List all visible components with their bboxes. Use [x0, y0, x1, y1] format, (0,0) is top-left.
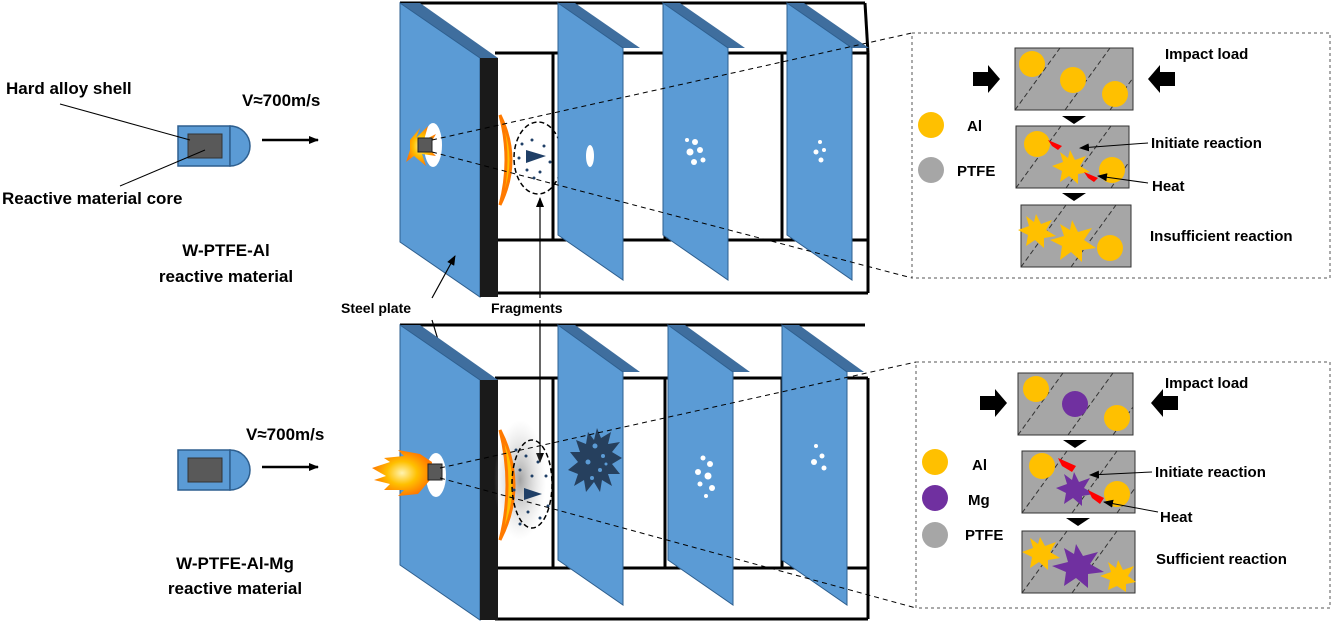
top-projectile	[177, 125, 251, 167]
bottom-panel-initiate	[1021, 450, 1136, 514]
top-heat-label: Heat	[1152, 178, 1185, 195]
bottom-material-line2: reactive material	[168, 579, 302, 598]
bottom-legend-ptfe-swatch	[922, 522, 948, 548]
bottom-projection-line-1	[439, 361, 917, 469]
top-legend-al-label: Al	[967, 118, 982, 135]
top-impact-arrow-left	[973, 65, 1000, 93]
bottom-panel-result	[1021, 530, 1136, 594]
top-panel-result	[1018, 204, 1132, 268]
top-witness-plate-2	[662, 2, 745, 281]
bottom-impact-load-label: Impact load	[1165, 375, 1248, 392]
bottom-legend-ptfe-label: PTFE	[965, 527, 1003, 544]
top-initiate-label: Initiate reaction	[1151, 135, 1262, 152]
bottom-witness-plate-3	[781, 324, 864, 606]
top-step-arrow-1	[1062, 116, 1086, 124]
bottom-material-line1: W-PTFE-Al-Mg	[176, 554, 294, 573]
bottom-panel-impact	[1017, 372, 1134, 436]
bottom-initiate-pointer	[1089, 470, 1153, 479]
top-projectile-in-plate	[417, 137, 433, 153]
bottom-blast-arc	[498, 429, 516, 541]
bottom-witness-plate-1	[557, 324, 640, 606]
bottom-step-arrow-1	[1063, 440, 1087, 448]
projectile-nose	[229, 125, 251, 167]
steel-plate-label: Steel plate	[341, 300, 411, 316]
top-material-line1: W-PTFE-Al	[182, 241, 269, 260]
top-result-label: Insufficient reaction	[1150, 228, 1293, 245]
top-panel-initiate	[1015, 125, 1130, 189]
bottom-result-label: Sufficient reaction	[1156, 551, 1287, 568]
core-label: Reactive material core	[2, 189, 183, 208]
reactive-core	[187, 133, 223, 159]
bottom-steel-plate	[372, 324, 498, 621]
bottom-fragments	[512, 448, 550, 526]
bottom-legend-mg-label: Mg	[968, 492, 990, 509]
bottom-impact-arrow-left	[980, 389, 1007, 417]
top-heat-pointer	[1097, 173, 1149, 184]
top-legend-ptfe-swatch	[918, 157, 944, 183]
top-legend-ptfe-label: PTFE	[957, 163, 995, 180]
bottom-projectile	[177, 449, 251, 491]
top-witness-plate-1	[557, 2, 640, 281]
bottom-heat-label: Heat	[1160, 509, 1193, 526]
top-mechanism-inset: Impact load Al PTFE Initiate reaction	[911, 32, 1331, 279]
bottom-step-arrow-2	[1066, 518, 1090, 526]
bottom-legend-al-swatch	[922, 449, 948, 475]
top-plate-hole	[424, 123, 442, 167]
fragments-label: Fragments	[491, 300, 563, 316]
top-material-line2: reactive material	[159, 267, 293, 286]
bottom-legend-al-label: Al	[972, 457, 987, 474]
bottom-heat-pointer	[1103, 499, 1159, 513]
shell-label: Hard alloy shell	[6, 79, 132, 98]
top-row: Hard alloy shell Reactive material core …	[2, 1, 1331, 298]
perforation-cluster	[568, 428, 622, 492]
top-steel-plate	[399, 2, 498, 298]
core-pointer	[119, 149, 206, 187]
bottom-projection-line-2	[439, 477, 917, 609]
shell-pointer	[59, 103, 191, 141]
shared-callouts: Steel plate Fragments	[341, 197, 563, 463]
top-legend-al-swatch	[918, 112, 944, 138]
top-step-arrow-2	[1062, 193, 1086, 201]
top-initiate-pointer	[1079, 142, 1149, 152]
steel-plate-pointer-top	[431, 255, 456, 299]
top-panel-impact	[1014, 47, 1134, 111]
top-velocity: V≈700m/s	[242, 91, 320, 110]
bottom-entry-flash	[372, 450, 432, 496]
top-projection-line-1	[431, 32, 913, 141]
bottom-velocity: V≈700m/s	[246, 425, 324, 444]
bottom-mechanism-inset: Impact load Al Mg PTFE Initi	[915, 361, 1331, 609]
top-blast-arc	[498, 114, 513, 206]
top-impact-load-label: Impact load	[1165, 46, 1248, 63]
top-fragments	[517, 138, 552, 180]
bottom-impact-arrow-right	[1151, 389, 1178, 417]
bottom-row: V≈700m/s W-PTFE-Al-Mg reactive material	[168, 323, 1331, 621]
top-impact-arrow-right	[1148, 65, 1175, 93]
bottom-initiate-label: Initiate reaction	[1155, 464, 1266, 481]
bottom-witness-plate-2	[667, 324, 750, 606]
bottom-legend-mg-swatch	[922, 485, 948, 511]
top-witness-plate-3	[786, 2, 869, 281]
bottom-fragment-ellipse	[511, 439, 553, 529]
top-projection-line-2	[431, 151, 913, 279]
